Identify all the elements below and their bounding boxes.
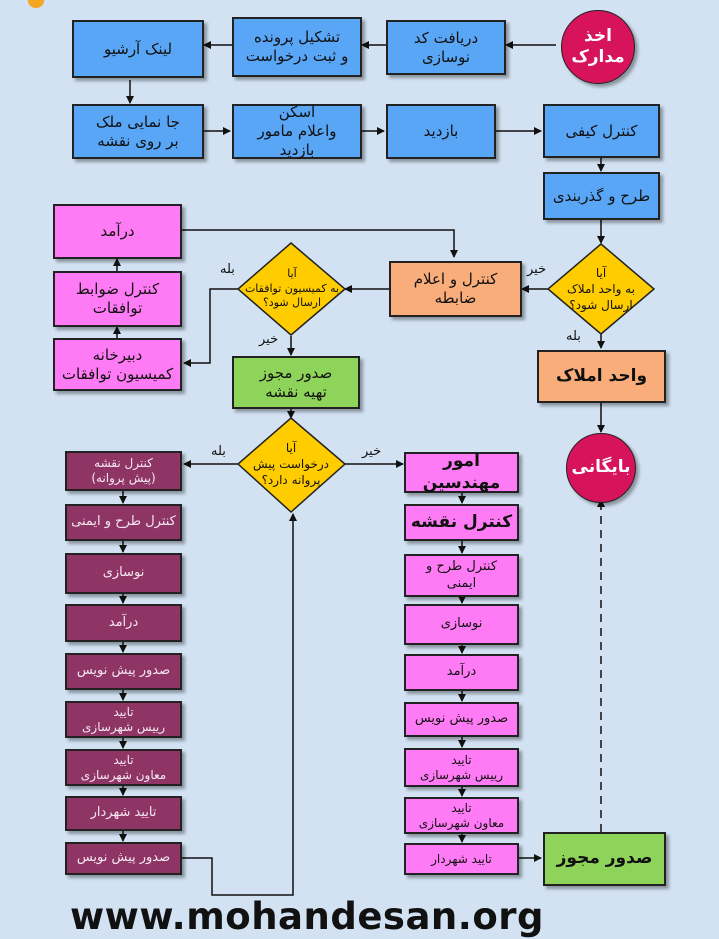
issue-permit-box: صدور مجوز <box>543 832 666 886</box>
permit-map-box: صدور مجوز تهیه نقشه <box>232 356 360 409</box>
label-prelicense-yes: بله <box>211 444 226 459</box>
decision-prelicense-label: آیا درخواست پیش پروانه دارد؟ <box>253 440 330 488</box>
left-step-3: نوسازی <box>65 553 182 594</box>
label-commission-no: خیر <box>259 332 279 347</box>
logo-mark <box>28 0 44 8</box>
eng-step-6: صدور پیش نویس <box>404 702 519 737</box>
left-step-6: تایید رییس شهرسازی <box>65 701 182 738</box>
decision-commission-label: آیا به کمیسیون توافقات ارسال شود؟ <box>244 266 340 310</box>
arrow-left-loop <box>182 513 297 896</box>
eng-step-8: تایید معاون شهرسازی <box>404 797 519 834</box>
commission-secretariat-box: دبیرخانه کمیسیون توافقات <box>53 338 182 391</box>
left-step-2: کنترل طرح و ایمنی <box>65 504 182 541</box>
eng-step-3: کنترل طرح و ایمنی <box>404 554 519 597</box>
commission-rules-box: کنترل ضوابط توافقات <box>53 271 182 327</box>
left-step-7: تایید معاون شهرسازی <box>65 749 182 786</box>
footer-url: www.mohandesan.org <box>70 895 544 938</box>
archive-circle: بایگانی <box>566 433 636 503</box>
design-box: طرح و گذربندی <box>543 172 660 220</box>
left-step-1: کنترل نقشه (پیش پروانه) <box>65 451 182 491</box>
left-step-8: تایید شهردار <box>65 796 182 831</box>
start-circle: اخذ مدارک <box>561 10 635 84</box>
label-property-no: خیر <box>527 262 547 277</box>
left-step-5: صدور پیش نویس <box>65 653 182 690</box>
rule-control-box: کنترل و اعلام ضابطه <box>389 261 522 317</box>
decision-diamond-property <box>546 243 656 335</box>
label-prelicense-no: خیر <box>362 444 382 459</box>
arrow-commission-yes <box>183 288 238 367</box>
archive-link-box: لینک آرشیو <box>72 20 204 78</box>
decision-property-label: آیا به واحد املاک ارسال شود؟ <box>567 265 635 313</box>
eng-step-7: تایید رییس شهرسازی <box>404 748 519 787</box>
arrow-revenue-to-rule <box>182 229 458 258</box>
eng-step-1: امور مهندسین <box>404 451 519 493</box>
eng-step-5: درآمد <box>404 654 519 691</box>
eng-step-2: کنترل نقشه <box>404 504 519 541</box>
left-step-4: درآمد <box>65 604 182 642</box>
eng-step-9: تایید شهردار <box>404 843 519 875</box>
commission-revenue-box: درآمد <box>53 204 182 259</box>
scan-box: اسکن واعلام مامور بازدید <box>232 103 362 159</box>
decision-diamond-prelicense <box>236 417 347 514</box>
form-file-box: تشکیل پرونده و ثبت درخواست <box>232 17 362 77</box>
left-step-9: صدور پیش نویس <box>65 842 182 875</box>
decision-diamond-commission <box>236 242 347 336</box>
receive-code-box: دریافت کد نوسازی <box>386 20 506 75</box>
visit-box: بازدید <box>386 104 496 159</box>
eng-step-4: نوسازی <box>404 604 519 645</box>
property-unit-box: واحد املاک <box>537 350 666 403</box>
label-commission-yes: بله <box>220 262 235 277</box>
label-property-yes: بله <box>566 329 581 344</box>
quality-box: کنترل کیفی <box>543 104 660 158</box>
locate-box: جا نمایی ملک بر روی نقشه <box>72 104 204 159</box>
